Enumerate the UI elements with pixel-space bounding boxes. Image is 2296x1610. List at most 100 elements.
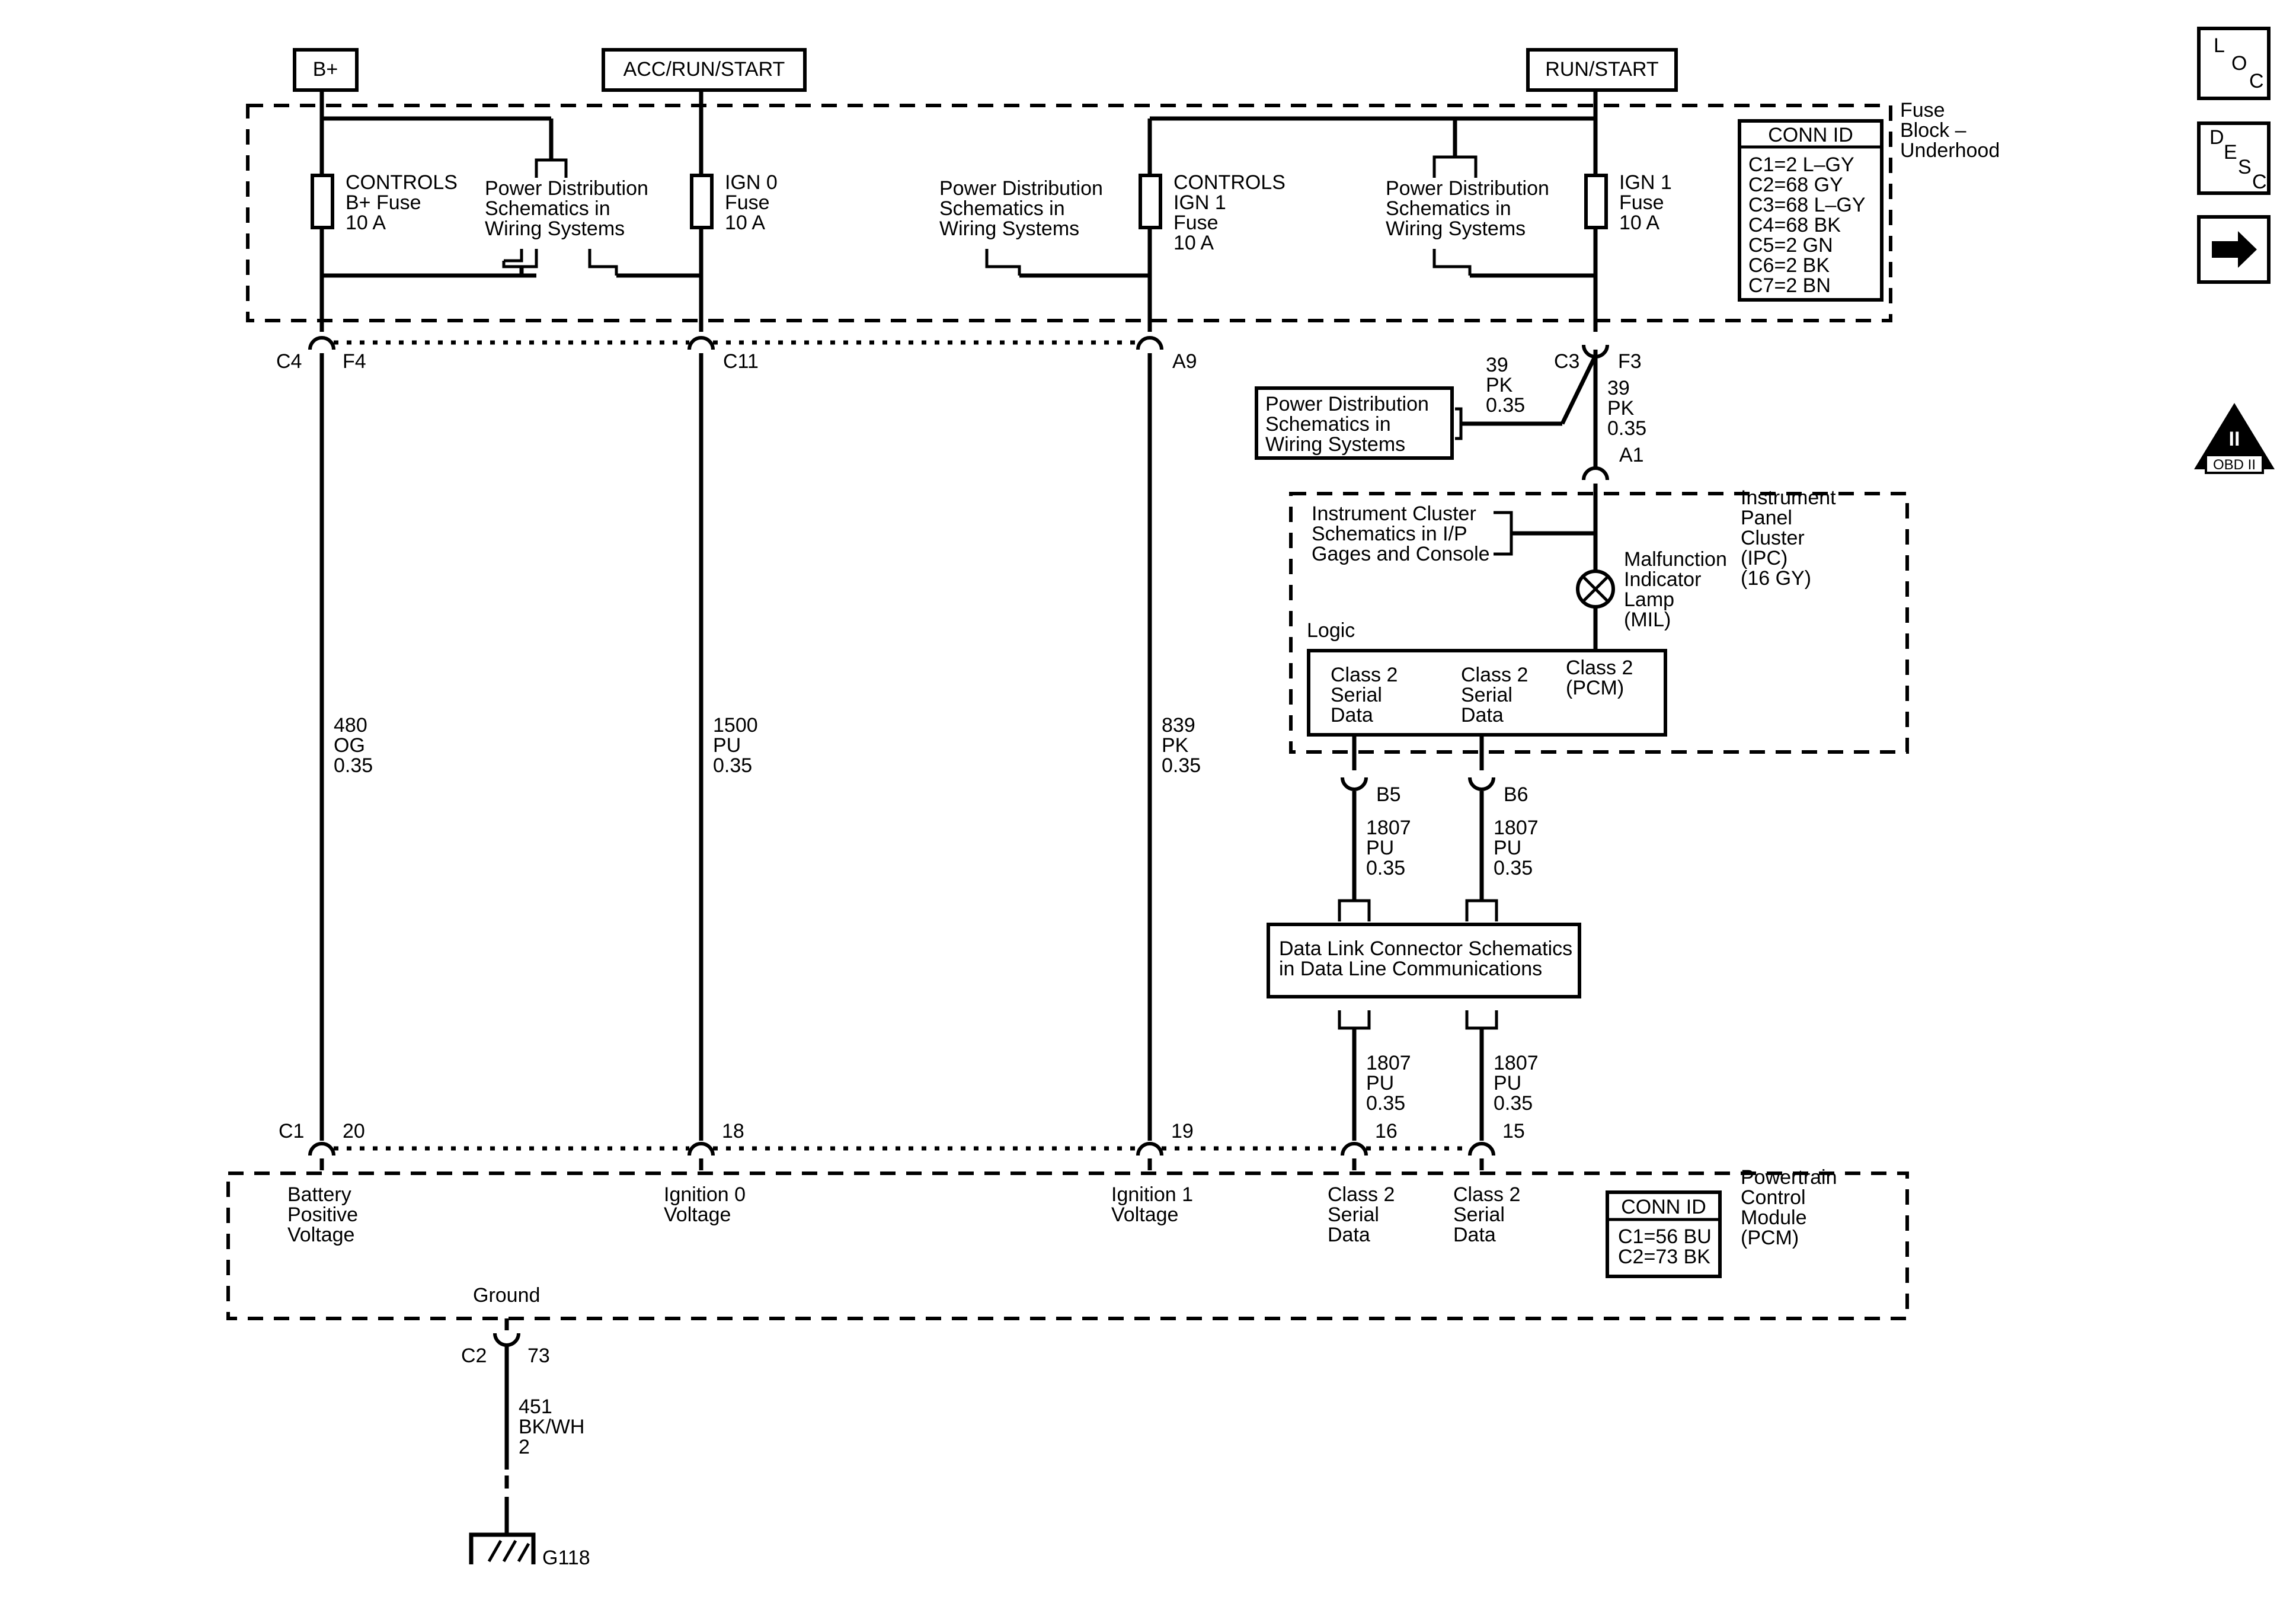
svg-text:0.35: 0.35	[1486, 394, 1525, 417]
svg-text:Schematics in: Schematics in	[939, 197, 1065, 220]
svg-text:10 A: 10 A	[1173, 232, 1214, 254]
svg-text:Class 2: Class 2	[1453, 1183, 1520, 1206]
power-source-acc-run-start: ACC/RUN/START	[602, 48, 807, 92]
svg-text:II: II	[2229, 428, 2240, 450]
svg-text:OG: OG	[334, 734, 365, 757]
svg-text:in Data Line Communications: in Data Line Communications	[1279, 958, 1542, 980]
wire-1807-lower: 1807 PU 0.35 1807 PU 0.35	[1338, 1010, 1539, 1141]
svg-text:Control: Control	[1741, 1186, 1806, 1209]
svg-text:BK/WH: BK/WH	[519, 1416, 584, 1438]
pcm-conn-id-table: CONN ID C1=56 BU C2=73 BK	[1606, 1190, 1722, 1278]
svg-text:Power Distribution: Power Distribution	[1265, 393, 1429, 415]
svg-text:Wiring Systems: Wiring Systems	[485, 217, 625, 240]
svg-text:CONTROLS: CONTROLS	[1173, 171, 1285, 194]
power-source-run-start: RUN/START	[1526, 48, 1678, 92]
svg-text:10 A: 10 A	[1619, 212, 1659, 234]
svg-text:L: L	[2214, 34, 2225, 57]
svg-text:Wiring Systems: Wiring Systems	[1386, 217, 1526, 240]
svg-text:C4: C4	[276, 350, 302, 373]
svg-text:C11: C11	[723, 350, 759, 373]
svg-text:Data Link Connector Schematics: Data Link Connector Schematics	[1279, 937, 1572, 960]
svg-text:PU: PU	[1494, 837, 1521, 859]
svg-text:18: 18	[722, 1120, 744, 1142]
svg-text:Data: Data	[1461, 704, 1504, 726]
svg-text:Instrument Cluster: Instrument Cluster	[1312, 502, 1476, 525]
svg-text:0.35: 0.35	[1494, 857, 1533, 879]
svg-text:Battery: Battery	[287, 1183, 351, 1206]
svg-text:Underhood: Underhood	[1900, 139, 2000, 162]
svg-text:Lamp: Lamp	[1624, 588, 1674, 611]
svg-text:C2=73 BK: C2=73 BK	[1618, 1246, 1710, 1268]
svg-text:PU: PU	[713, 734, 741, 757]
svg-text:Wiring Systems: Wiring Systems	[939, 217, 1079, 240]
fuse-block-name: Fuse Block – Underhood	[1900, 99, 2000, 162]
svg-text:IGN 0: IGN 0	[725, 171, 778, 194]
svg-text:Data: Data	[1328, 1224, 1370, 1246]
ipc-logic-box: Logic Class 2 Serial Data Class 2 Serial…	[1307, 619, 1667, 737]
description-view-button[interactable]: D E S C	[2197, 121, 2271, 195]
svg-text:C6=2 BK: C6=2 BK	[1748, 254, 1830, 277]
svg-text:Power Distribution: Power Distribution	[939, 177, 1103, 200]
ref-power-distribution-box: Power Distribution Schematics in Wiring …	[1255, 386, 1454, 460]
wire-1500: 1500 PU 0.35	[699, 353, 758, 1141]
svg-text:F3: F3	[1618, 350, 1642, 373]
svg-text:A9: A9	[1172, 350, 1197, 373]
svg-text:Cluster: Cluster	[1741, 527, 1805, 549]
svg-text:1807: 1807	[1366, 817, 1411, 839]
next-page-button[interactable]	[2197, 215, 2271, 284]
svg-text:20: 20	[343, 1120, 365, 1142]
location-view-button[interactable]: L O C	[2197, 27, 2271, 100]
svg-text:39: 39	[1607, 377, 1630, 399]
svg-text:C: C	[2249, 70, 2264, 92]
svg-text:Serial: Serial	[1453, 1204, 1505, 1226]
svg-text:E: E	[2224, 141, 2237, 164]
svg-text:(PCM): (PCM)	[1566, 677, 1624, 699]
pcm-inputs: Battery Positive Voltage Ignition 0 Volt…	[287, 1183, 1520, 1246]
svg-text:0.35: 0.35	[1162, 754, 1201, 777]
svg-text:16: 16	[1375, 1120, 1398, 1142]
svg-text:Schematics in: Schematics in	[1386, 197, 1511, 220]
svg-text:(MIL): (MIL)	[1624, 609, 1671, 631]
svg-text:CONN ID: CONN ID	[1621, 1196, 1706, 1218]
svg-text:Indicator: Indicator	[1624, 568, 1701, 591]
svg-text:Panel: Panel	[1741, 507, 1792, 529]
svg-text:A1: A1	[1619, 444, 1644, 466]
svg-text:(16 GY): (16 GY)	[1741, 567, 1811, 590]
svg-text:480: 480	[334, 714, 367, 737]
pcm-outline	[226, 1172, 1909, 1320]
svg-text:Wiring Systems: Wiring Systems	[1265, 433, 1405, 456]
svg-text:Power Distribution: Power Distribution	[1386, 177, 1549, 200]
ipc-outline	[1289, 492, 1909, 754]
pcm-connectors: C1 20 18 19 16 15	[279, 1120, 1525, 1170]
svg-text:IGN 1: IGN 1	[1173, 191, 1226, 214]
svg-text:0.35: 0.35	[334, 754, 373, 777]
svg-text:C2: C2	[461, 1345, 487, 1367]
svg-text:PU: PU	[1366, 1072, 1394, 1094]
svg-text:451: 451	[519, 1395, 552, 1418]
power-source-acc-run-start-label: ACC/RUN/START	[623, 58, 785, 81]
svg-text:PK: PK	[1162, 734, 1189, 757]
svg-text:Voltage: Voltage	[287, 1224, 354, 1246]
svg-text:PK: PK	[1607, 397, 1635, 420]
svg-text:1807: 1807	[1366, 1052, 1411, 1074]
svg-text:C2=68 GY: C2=68 GY	[1748, 174, 1843, 196]
svg-text:0.35: 0.35	[1366, 857, 1405, 879]
fuse-controls-ign-1: CONTROLS IGN 1 Fuse 10 A Power Distribut…	[939, 116, 1595, 332]
svg-text:Schematics in: Schematics in	[1265, 413, 1391, 436]
svg-text:Fuse: Fuse	[1900, 99, 1945, 121]
svg-text:CONN ID: CONN ID	[1768, 124, 1853, 146]
svg-text:Block –: Block –	[1900, 119, 1966, 142]
svg-text:Class 2: Class 2	[1331, 664, 1398, 686]
mil-lamp-icon: Malfunction Indicator Lamp (MIL)	[1576, 548, 1727, 655]
svg-text:C3: C3	[1554, 350, 1579, 373]
svg-text:10 A: 10 A	[346, 212, 386, 234]
svg-text:Positive: Positive	[287, 1204, 358, 1226]
ground-id: G118	[542, 1547, 590, 1569]
svg-text:C4=68 BK: C4=68 BK	[1748, 214, 1841, 236]
power-source-b-plus-label: B+	[313, 58, 338, 81]
fuse-controls-b-plus: CONTROLS B+ Fuse 10 A Power Distribution…	[311, 116, 701, 332]
svg-text:Fuse: Fuse	[1173, 212, 1219, 234]
svg-text:39: 39	[1486, 354, 1508, 376]
svg-text:(IPC): (IPC)	[1741, 547, 1787, 569]
